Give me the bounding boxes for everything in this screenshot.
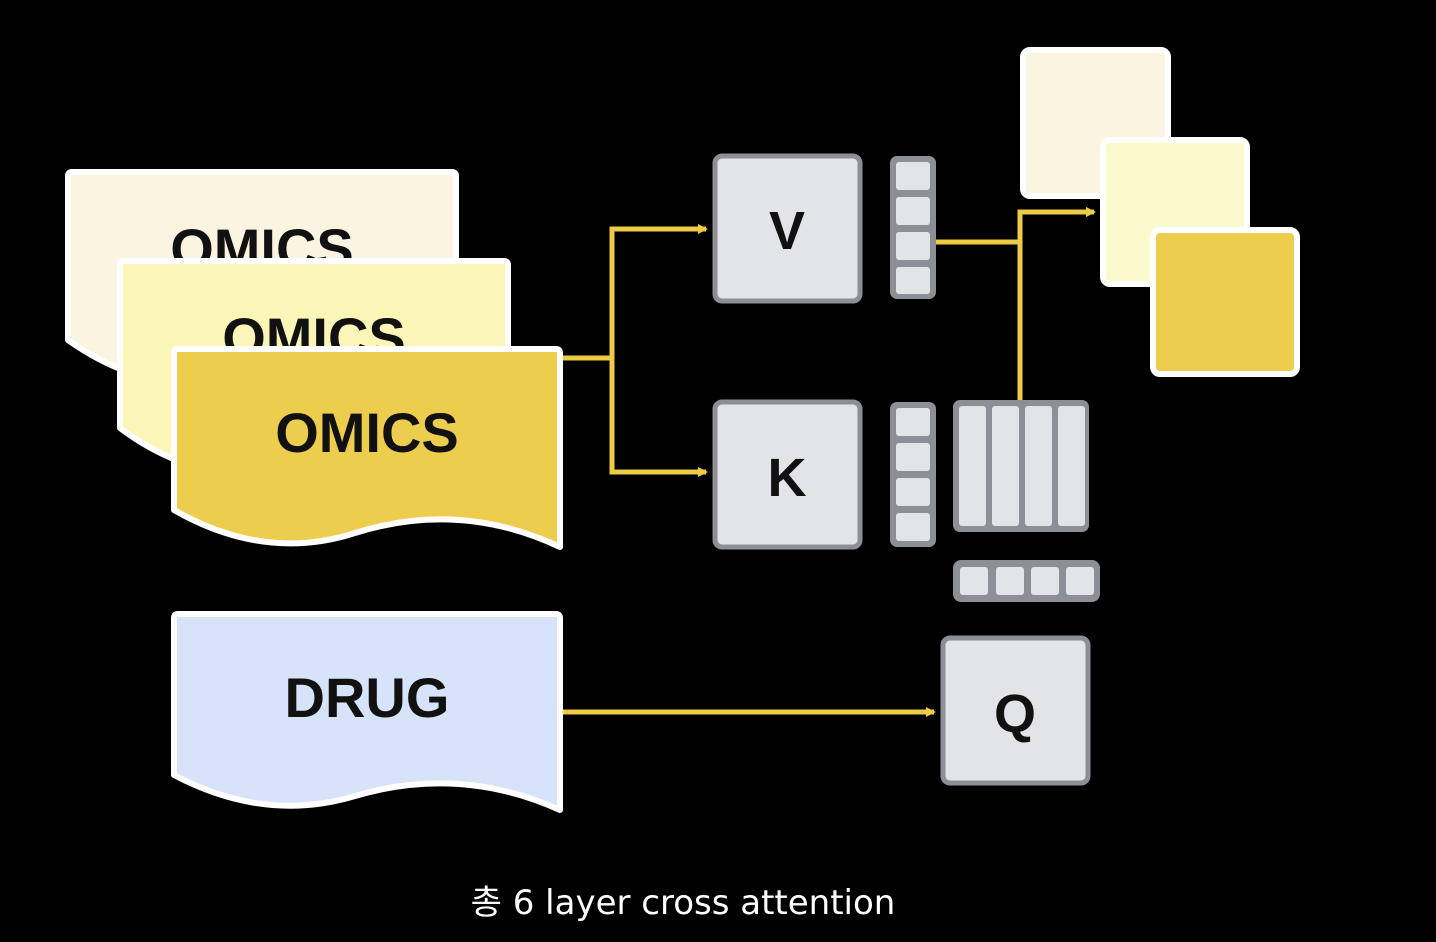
q-vector-cell <box>960 567 988 595</box>
v-projection-box: V <box>712 153 863 304</box>
caption-text: 총 6 layer cross attention <box>470 883 896 923</box>
drug-document: DRUG <box>171 611 563 813</box>
k-vector <box>890 402 936 547</box>
v-vector-cell <box>896 267 930 294</box>
q-label: Q <box>994 684 1036 744</box>
k-projection-box: K <box>712 399 863 550</box>
caption: 총 6 layer cross attention <box>0 875 1436 924</box>
output-stack <box>1020 47 1300 377</box>
q-vector <box>953 560 1100 602</box>
k-label: K <box>768 448 807 508</box>
v-vector-cell <box>896 197 930 225</box>
q-vector-cell <box>1031 567 1059 595</box>
v-vector-cell <box>896 162 930 190</box>
output-layer-3 <box>1150 227 1300 377</box>
attention-column <box>1025 406 1052 526</box>
omics-document-front: OMICS <box>171 346 563 550</box>
k-vector-cell <box>896 408 930 436</box>
attention-column <box>1058 406 1085 526</box>
omics-back-label: OMICS <box>170 217 354 280</box>
q-vector-cell <box>1066 567 1094 595</box>
k-vector-cell <box>896 443 930 471</box>
attention-column <box>959 406 986 526</box>
q-projection-box: Q <box>940 635 1091 786</box>
arrow-to-v <box>609 224 708 472</box>
arrow-to-k <box>609 358 708 477</box>
v-label: V <box>769 201 805 261</box>
omics-to-vk-arrows <box>563 224 708 477</box>
k-vector-cell <box>896 478 930 506</box>
q-vector-cell <box>996 567 1024 595</box>
omics-front-label: OMICS <box>275 401 459 464</box>
v-vector-cell <box>896 232 930 260</box>
v-vector <box>890 156 936 299</box>
output-arrows <box>936 207 1096 400</box>
drug-label: DRUG <box>285 666 450 729</box>
attention-column <box>992 406 1019 526</box>
k-vector-cell <box>896 513 930 541</box>
attention-matrix <box>953 400 1089 532</box>
arrow-to-output <box>1017 207 1096 400</box>
